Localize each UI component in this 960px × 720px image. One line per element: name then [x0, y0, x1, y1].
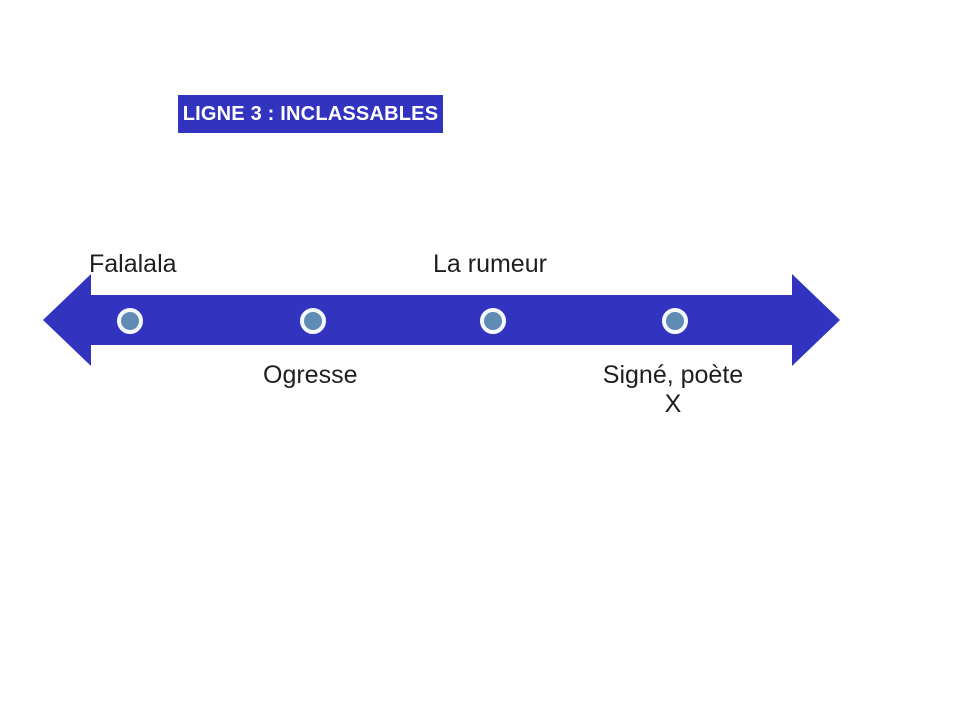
timeline-label-la-rumeur: La rumeur [433, 250, 547, 278]
timeline-marker [300, 308, 326, 334]
timeline-marker [480, 308, 506, 334]
page-title: LIGNE 3 : INCLASSABLES [182, 102, 439, 125]
timeline-label-ogresse: Ogresse [263, 361, 358, 389]
timeline-arrowhead-right [792, 274, 840, 366]
timeline-label-signe-poete-line2: X [664, 390, 682, 418]
timeline-arrowhead-left [43, 274, 91, 366]
timeline-label-signe-poete: Signé, poète X [592, 361, 754, 419]
timeline-label-signe-poete-line1: Signé, poète [602, 361, 744, 389]
timeline-marker [662, 308, 688, 334]
timeline-label-falalala: Falalala [89, 250, 177, 278]
timeline-marker [117, 308, 143, 334]
title-box: LIGNE 3 : INCLASSABLES [178, 95, 443, 133]
